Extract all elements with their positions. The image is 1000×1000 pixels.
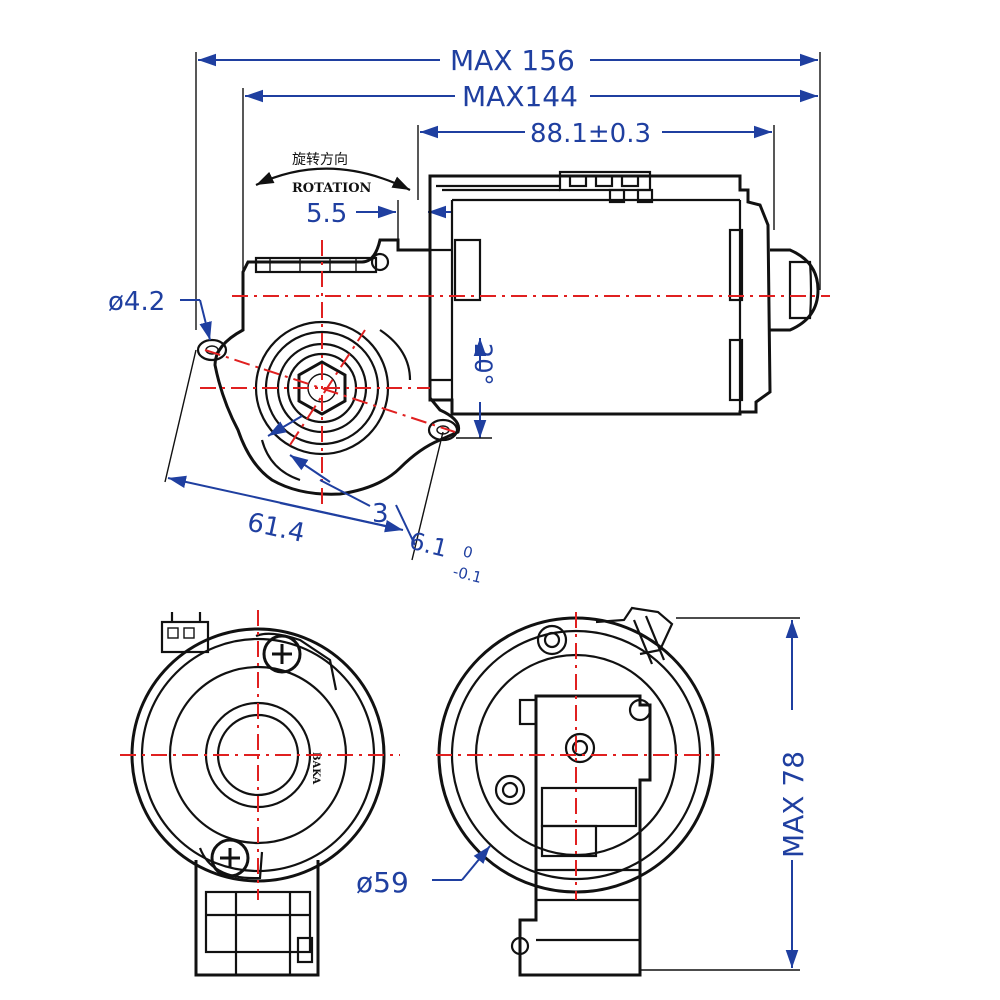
dim-hex: 3 [372,499,389,529]
top-view: 旋转方向 ROTATION [108,44,830,587]
dim-max-length: MAX 156 [450,44,575,77]
rotation-label-en: ROTATION [292,181,372,196]
dim-shaft-tol-bottom: -0.1 [451,562,484,587]
dim-hole-diameter: ø4.2 [108,287,165,317]
dim-offset: 5.5 [306,199,347,229]
hex-shaft [297,360,347,416]
dim-max-body: MAX144 [462,80,578,113]
motor-body [428,170,820,416]
front-view: BAKA [120,610,400,977]
rotation-label-cn: 旋转方向 [292,152,348,168]
gearbox-housing [213,238,461,496]
dim-shaft-tol-top: 0 [461,542,475,562]
dim-angle: 20° [469,343,497,386]
part-marking: BAKA [310,752,321,784]
dim-diameter: ø59 [356,866,409,899]
rotation-arrow-icon [255,167,411,191]
dim-motor-length: 88.1±0.3 [530,119,651,149]
dim-span: 61.4 [245,508,308,549]
dim-max-height: MAX 78 [777,751,810,858]
rear-view: ø59 MAX 78 [356,606,810,977]
